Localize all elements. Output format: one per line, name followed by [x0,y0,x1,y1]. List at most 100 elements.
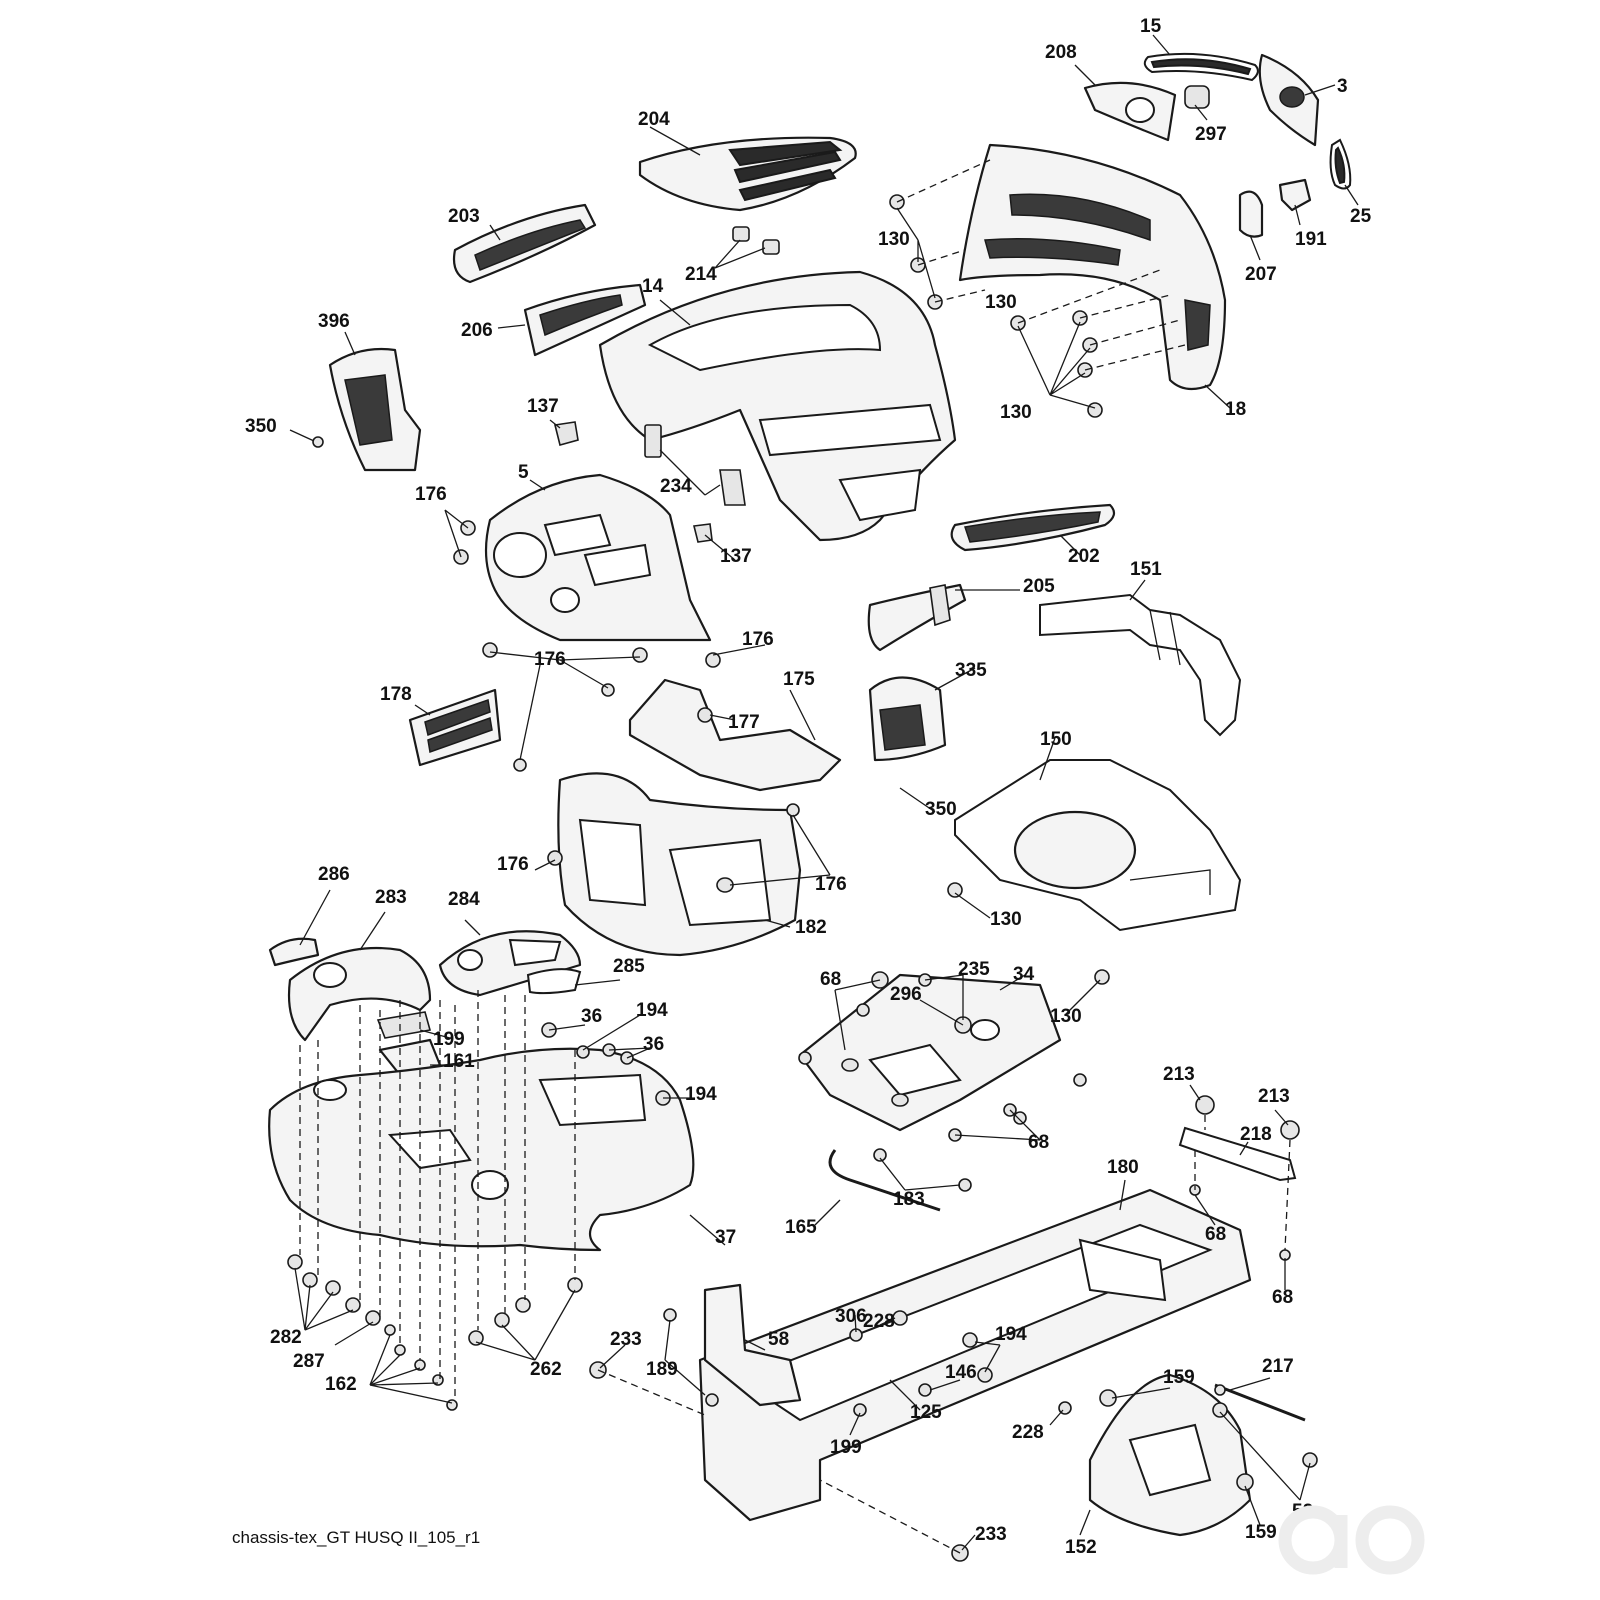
callout-label: 159 [1163,1367,1195,1388]
callout-label: 18 [1225,399,1246,420]
hood-bracket-part [523,283,647,357]
callout-label: 68 [1205,1224,1226,1245]
rod-part [828,1149,941,1212]
side-light-panel-part [868,676,947,762]
callout-label: 286 [318,864,350,885]
callout-label: 283 [375,887,407,908]
callout-label: 150 [1040,729,1072,750]
fender-pod-left-part [287,946,432,1042]
callout-label: 137 [720,546,752,567]
headlight-lens-part [1258,53,1320,147]
callout-label: 137 [527,396,559,417]
hood-insert-part [638,136,857,212]
callout-label: 234 [660,476,692,497]
callout-label: 306 [835,1306,867,1327]
fastener-set [287,194,1318,1562]
ao-logo-icon [1278,1505,1425,1575]
alignment-lines [299,159,1291,1554]
callout-label: 199 [830,1437,862,1458]
callout-label: 130 [1000,402,1032,423]
callout-label: 175 [783,669,815,690]
lens-gasket-part [1143,52,1259,82]
callout-label: 176 [534,649,566,670]
callout-label: 296 [890,984,922,1005]
callout-label: 177 [728,712,760,733]
callout-label: 205 [1023,576,1055,597]
callout-label: 213 [1258,1086,1290,1107]
callout-label: 189 [646,1359,678,1380]
bracket-part [376,1011,432,1039]
callout-label: 228 [863,1311,895,1332]
callout-label: 162 [325,1374,357,1395]
callout-label: 165 [785,1217,817,1238]
lamp-holder-part [1238,190,1264,238]
callout-labels: 15 208 3 297 25 191 207 204 203 214 14 2… [245,16,1372,1558]
fender-pod-right-part [438,930,582,997]
callout-label: 176 [815,874,847,895]
bracket-part [867,583,967,652]
callout-label: 151 [1130,559,1162,580]
front-grille-part [958,143,1227,391]
callout-label: 218 [1240,1124,1272,1145]
callout-label: 176 [742,629,774,650]
callout-label: 34 [1013,964,1035,985]
callout-label: 213 [1163,1064,1195,1085]
callout-label: 214 [685,264,717,285]
callout-label: 233 [610,1329,642,1350]
socket-part [1278,178,1312,212]
callout-label: 36 [643,1034,664,1055]
callout-label: 194 [995,1324,1027,1345]
vent-grille-part [950,503,1116,552]
callout-label: 191 [1295,229,1327,250]
callout-label: 207 [1245,264,1277,285]
callout-label: 14 [642,276,664,297]
callout-label: 203 [448,206,480,227]
callout-label: 284 [448,889,480,910]
leader-lines [289,34,1359,1551]
front-shroud-part [557,772,802,957]
support-bracket-part [1178,1126,1297,1182]
fender-bracket-part [628,678,842,792]
callout-label: 350 [925,799,957,820]
diagram-caption: chassis-tex_GT HUSQ II_105_r1 [232,1528,480,1547]
callout-label: 287 [293,1351,325,1372]
bezel-gasket-part [1329,138,1352,190]
dash-panel-part [484,473,712,642]
vent-plate-part [408,688,502,767]
side-panel-part [328,347,422,472]
callout-label: 3 [1337,76,1348,97]
steering-bracket-part [703,1283,802,1407]
clip-part [732,226,780,255]
callout-label: 194 [685,1084,717,1105]
callout-label: 285 [613,956,645,977]
support-bracket-part [1039,593,1242,737]
callout-label: 180 [1107,1157,1139,1178]
decal-part [644,424,746,506]
callout-label: 36 [581,1006,602,1027]
callout-label: 217 [1262,1356,1294,1377]
callout-label: 58 [768,1329,789,1350]
cover-part [268,937,320,967]
callout-label: 176 [497,854,529,875]
headlight-bulb-part [1184,85,1210,109]
callout-label: 130 [1050,1006,1082,1027]
callout-label: 25 [1350,206,1372,227]
callout-label: 125 [910,1402,942,1423]
callout-label: 335 [955,660,987,681]
chassis-frame-part [698,1188,1252,1522]
callout-label: 199 [433,1029,465,1050]
callout-label: 262 [530,1359,562,1380]
callout-label: 15 [1140,16,1162,37]
callout-label: 176 [415,484,447,505]
callout-label: 396 [318,311,350,332]
footrest-part [1088,1373,1252,1537]
callout-label: 228 [1012,1422,1044,1443]
callout-label: 208 [1045,42,1077,63]
callout-label: 297 [1195,124,1227,145]
callout-label: 194 [636,1000,668,1021]
callout-label: 68 [1028,1132,1049,1153]
callout-label: 202 [1068,546,1100,567]
callout-label: 350 [245,416,277,437]
callout-label: 183 [893,1189,925,1210]
callout-label: 233 [975,1524,1007,1545]
